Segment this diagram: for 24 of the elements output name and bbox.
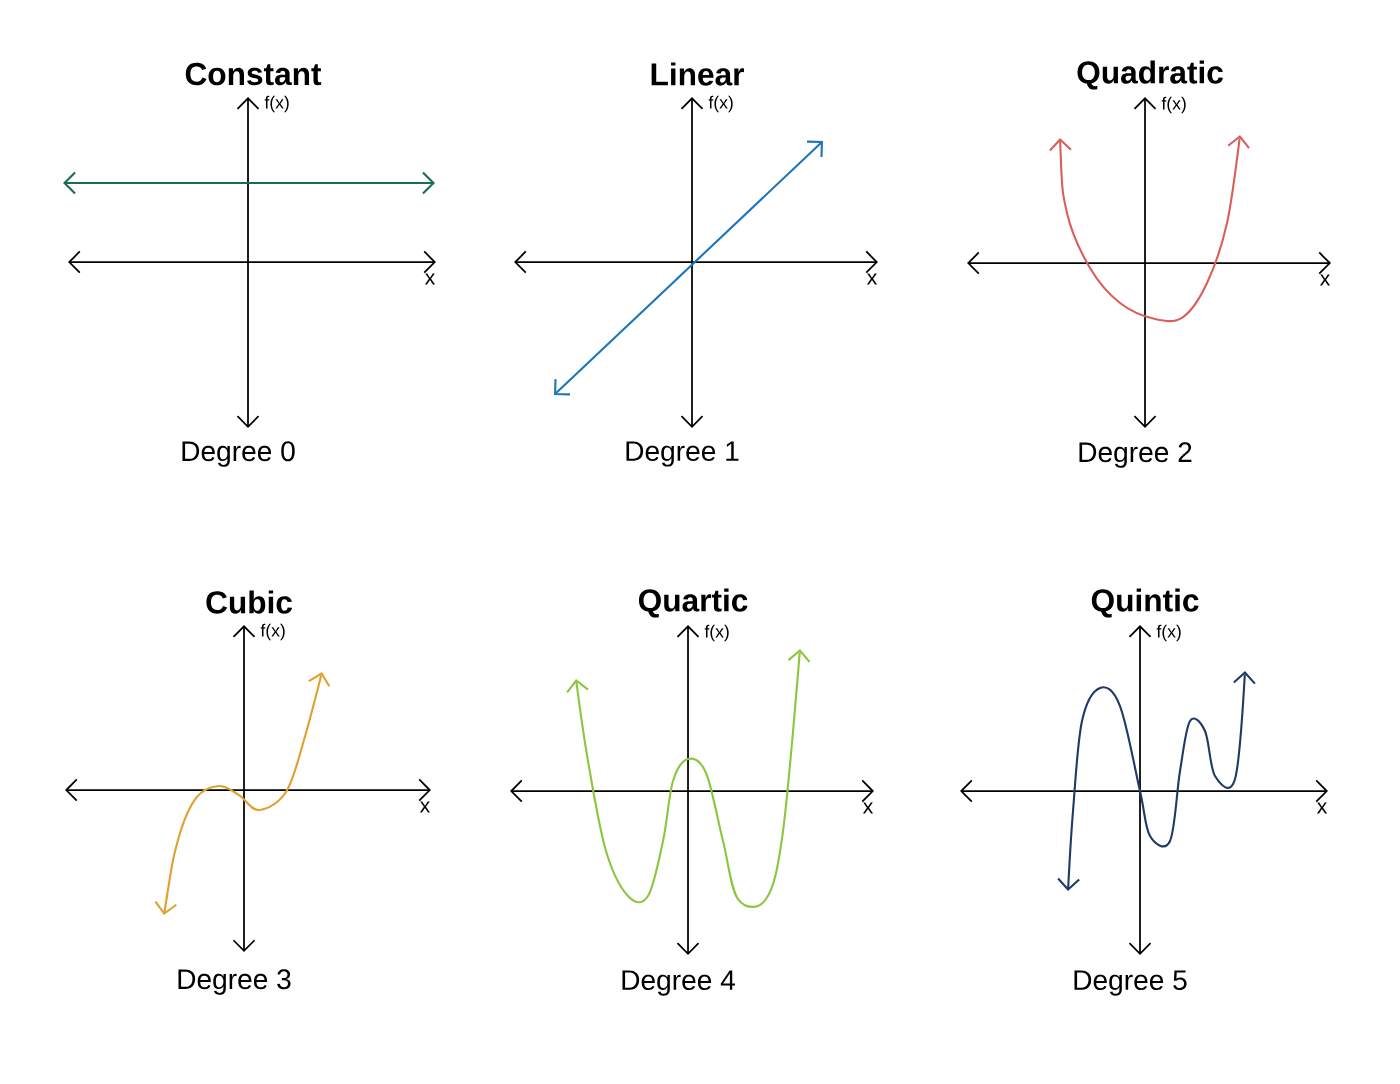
graph-title: Cubic [206, 590, 292, 614]
axis-label: x [424, 273, 436, 285]
axis-label: f(x) [1156, 624, 1181, 642]
axis-label: f(x) [260, 623, 285, 641]
degree-label: Degree 3 [178, 969, 291, 995]
axis-label: f(x) [264, 95, 289, 113]
graph-title: Quintic [1091, 588, 1199, 618]
degree-label: Degree 4 [622, 970, 735, 996]
degree-label: Degree 1 [626, 441, 739, 467]
axis-label: x [1319, 274, 1331, 286]
axis-label: f(x) [1161, 96, 1186, 114]
axis-label: x [862, 802, 874, 814]
degree-label: Degree 2 [1079, 442, 1192, 468]
graph-title: Quadratic [1077, 60, 1223, 90]
graph-title: Constant [185, 62, 322, 86]
axis-label: f(x) [704, 624, 729, 642]
graph-title: Quartic [638, 588, 748, 618]
degree-label: Degree 5 [1074, 970, 1187, 996]
graph-title: Linear [651, 62, 744, 86]
axis-label: x [1316, 802, 1328, 814]
degree-label: Degree 0 [182, 441, 295, 467]
axis-label: x [866, 273, 878, 285]
axis-label: f(x) [708, 95, 733, 113]
axis-label: x [419, 801, 431, 813]
